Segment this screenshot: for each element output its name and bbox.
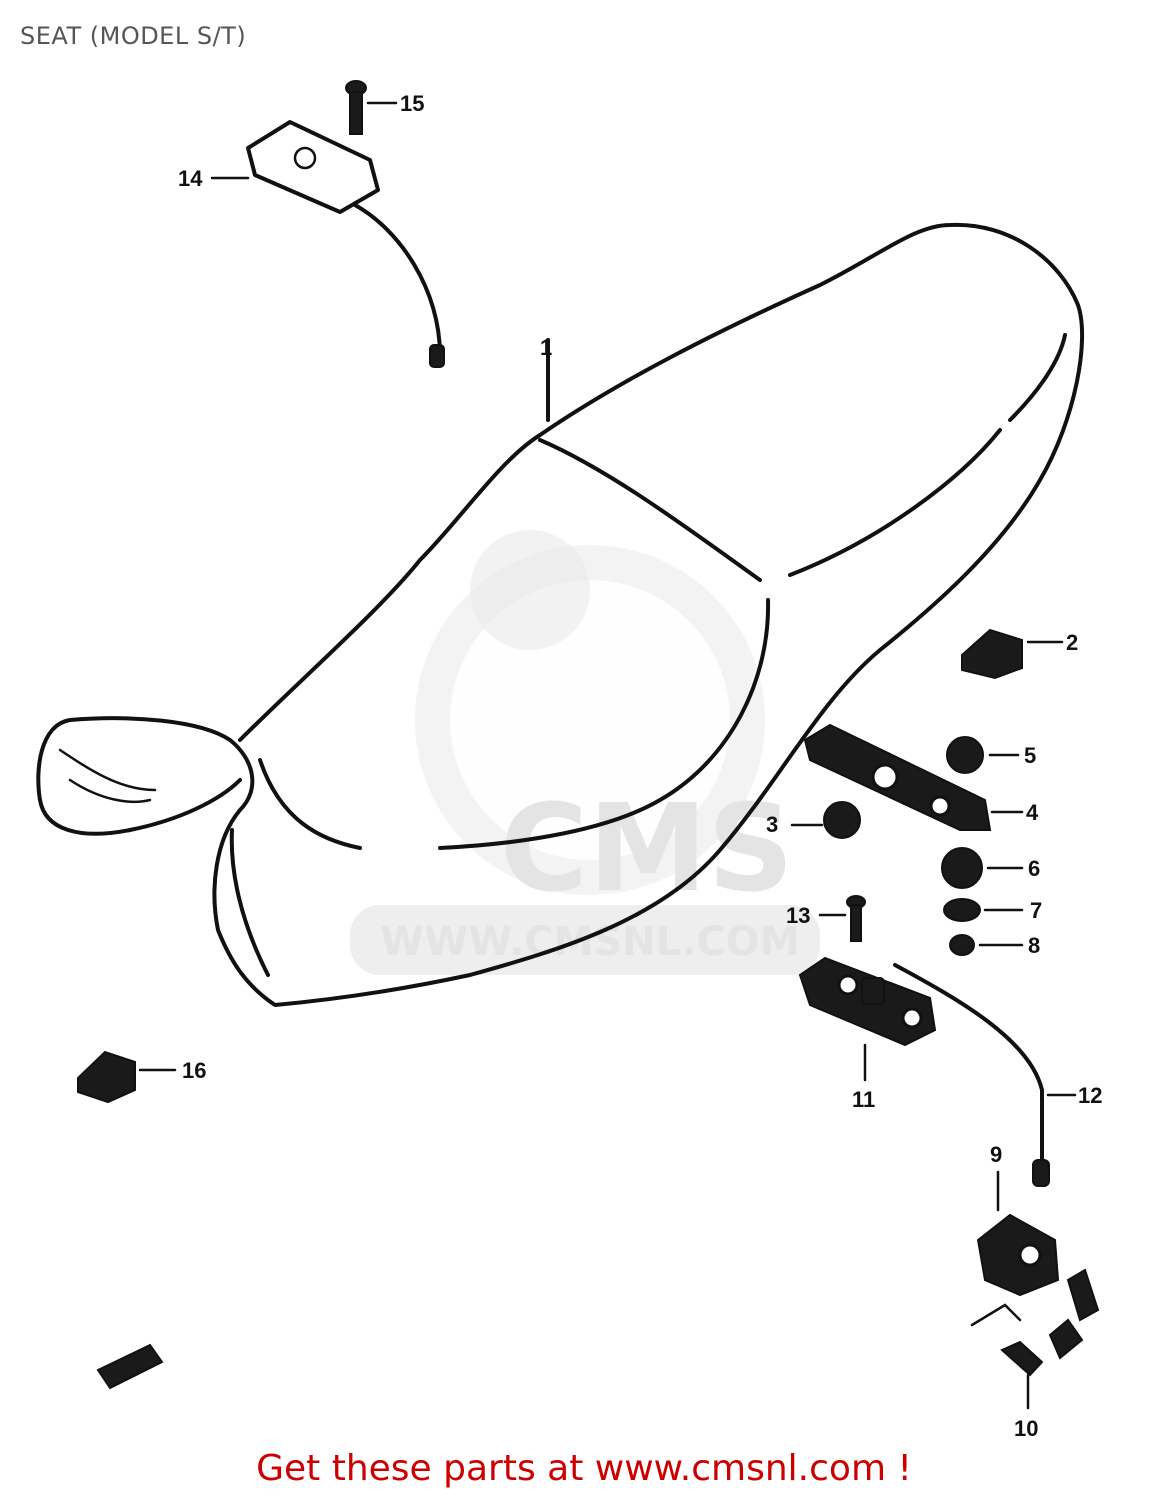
watermark: CMS WWW.CMSNL.COM <box>350 530 820 975</box>
seat-lock-housing <box>246 120 445 368</box>
callout-8: 8 <box>1028 933 1040 958</box>
callout-9: 9 <box>990 1142 1002 1167</box>
callout-12: 12 <box>1078 1083 1102 1108</box>
watermark-url: WWW.CMSNL.COM <box>380 919 800 965</box>
screw-10 <box>970 1303 1044 1377</box>
callout-14: 14 <box>178 166 203 191</box>
bracket-4 <box>803 723 992 831</box>
watermark-brand: CMS <box>500 780 794 919</box>
callout-labels: 1 2 3 4 5 6 7 8 9 10 11 12 13 14 15 16 <box>178 91 1102 1441</box>
seat-assembly <box>36 222 1085 1007</box>
washer-8 <box>949 934 975 956</box>
nut-3 <box>823 801 861 839</box>
callout-7: 7 <box>1030 898 1042 923</box>
footer-link[interactable]: Get these parts at www.cmsnl.com ! <box>256 1448 912 1489</box>
cable-12 <box>893 963 1050 1187</box>
callout-10: 10 <box>1014 1416 1038 1441</box>
lock-plate-11 <box>798 956 937 1047</box>
clip-2 <box>961 628 1023 680</box>
callout-13: 13 <box>786 903 810 928</box>
corner-mark <box>96 1343 164 1390</box>
callout-6: 6 <box>1028 856 1040 881</box>
callout-15: 15 <box>400 91 424 116</box>
nut-5 <box>946 736 984 774</box>
callout-4: 4 <box>1026 800 1039 825</box>
callout-11: 11 <box>852 1087 875 1112</box>
screw-15 <box>345 80 367 135</box>
bolt-13 <box>846 895 866 942</box>
callout-3: 3 <box>766 812 778 837</box>
callout-2: 2 <box>1066 630 1078 655</box>
callout-1: 1 <box>540 335 552 360</box>
cushion-6 <box>941 847 983 889</box>
seat-lock-9 <box>976 1170 1100 1360</box>
callout-5: 5 <box>1024 743 1036 768</box>
callout-16: 16 <box>182 1058 206 1083</box>
leader-lines <box>138 101 1077 1410</box>
clip-16 <box>77 1050 136 1104</box>
washer-7 <box>943 898 981 922</box>
page-title: SEAT (MODEL S/T) <box>20 22 247 50</box>
